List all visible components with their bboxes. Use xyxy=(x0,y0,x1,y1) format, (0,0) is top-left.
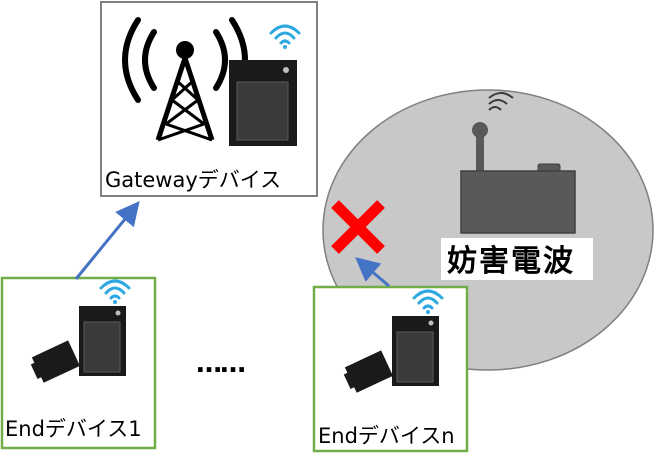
radio-tower-icon xyxy=(122,17,248,142)
interference-label-bg xyxy=(441,238,593,280)
end-device-n-box xyxy=(312,285,469,453)
arrow-endn-to-blocked xyxy=(355,257,390,288)
end-device-1-icon xyxy=(79,306,126,376)
end-device-n-icon xyxy=(392,316,439,386)
gateway-device-icon xyxy=(229,60,297,146)
end-device-1-module-icon xyxy=(30,340,80,383)
blocked-x-icon xyxy=(331,200,385,254)
end-device-n-module-icon xyxy=(343,350,393,393)
jammer-icon xyxy=(460,92,576,234)
end-device-1-label: Endデバイス1 xyxy=(5,417,142,441)
interference-label: 妨害電波 xyxy=(447,244,575,279)
gateway-label: Gatewayデバイス xyxy=(105,168,281,192)
arrow-end1-to-gateway xyxy=(74,201,140,280)
end-device-n-label: Endデバイスn xyxy=(318,424,455,448)
ellipsis: …… xyxy=(196,349,244,379)
